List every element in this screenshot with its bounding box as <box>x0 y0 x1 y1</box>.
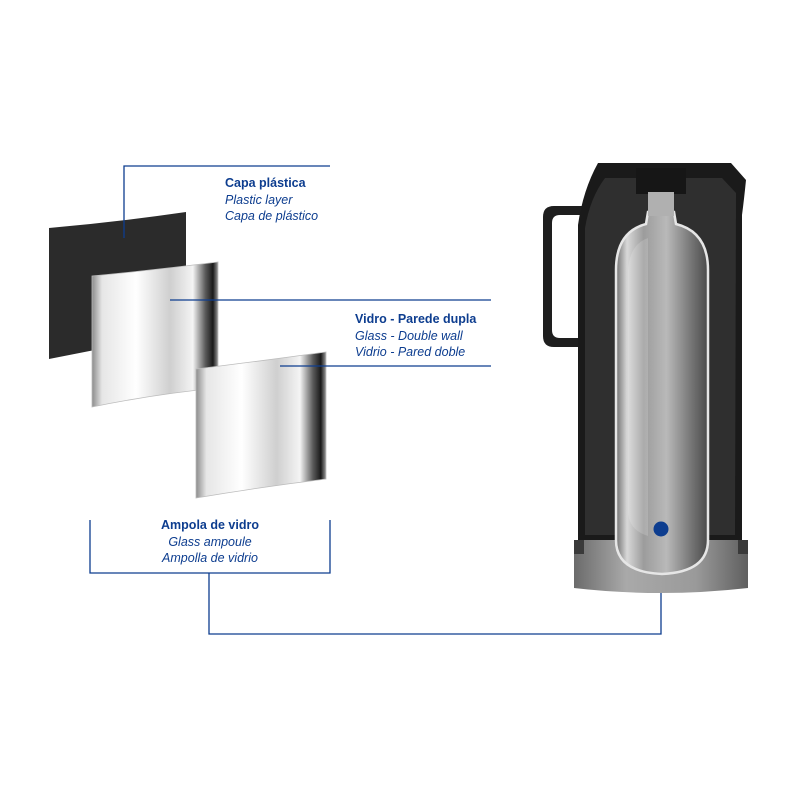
plastic-layer-title: Capa plástica <box>225 176 306 190</box>
lid-cap <box>636 168 686 194</box>
glass-ampoule <box>614 210 710 576</box>
glass-double-wall-spanish: Vidrio - Pared doble <box>355 345 466 359</box>
glass-double-wall-english: Glass - Double wall <box>355 328 463 343</box>
ampoule-marker <box>653 521 669 537</box>
plastic-layer-label: Capa plástica Plastic layer Capa de plás… <box>225 175 318 225</box>
base-notch-right <box>738 540 748 554</box>
plastic-layer-spanish: Capa de plástico <box>225 209 319 223</box>
base-notch-left <box>574 540 584 554</box>
handle <box>543 206 594 347</box>
glass-double-wall-title: Vidro - Parede dupla <box>355 312 477 326</box>
plastic-layer-english: Plastic layer <box>225 192 293 207</box>
plastic-leader-line <box>123 165 330 238</box>
thermos-cutaway <box>543 163 748 593</box>
glass-inner-wall-sheet <box>195 351 327 499</box>
glass-double-wall-label: Vidro - Parede dupla Glass - Double wall… <box>355 311 476 361</box>
stopper <box>648 192 674 216</box>
glass-ampoule-title: Ampola de vidro <box>161 518 259 532</box>
ampoule-bracket <box>89 520 331 574</box>
ampoule-highlight <box>628 238 648 536</box>
glass-ampoule-english: Glass ampoule <box>168 534 252 549</box>
exploded-layers <box>49 212 327 499</box>
glass-ampoule-label: Ampola de vidro Glass ampoule Ampolla de… <box>90 517 330 567</box>
glass-ampoule-spanish: Ampolla de vidrio <box>162 551 258 565</box>
